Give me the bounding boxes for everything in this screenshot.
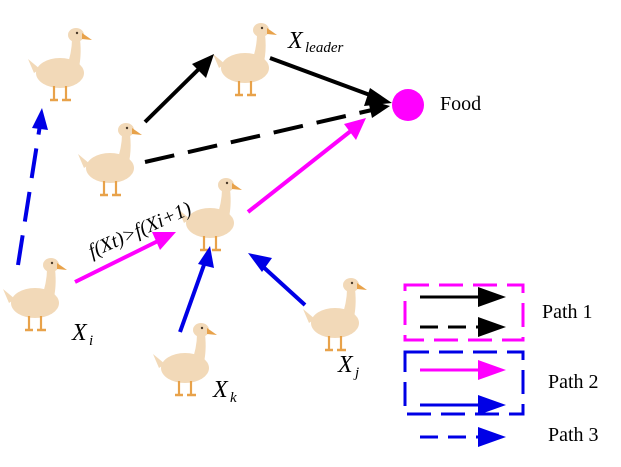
- arrow-icon: [248, 253, 272, 272]
- fitness-condition-label: f(Xt)>f(Xi+1): [85, 197, 195, 262]
- duck-icon-xj: [301, 276, 369, 352]
- arrow-icon: [192, 54, 214, 78]
- arrow-icon: [478, 317, 506, 337]
- arrow-mid-to-leader: [143, 58, 210, 124]
- x-j-subscript: j: [353, 365, 359, 381]
- arrow-icon: [478, 427, 506, 447]
- x-i-subscript: i: [89, 333, 93, 349]
- duck-icon-xi: [1, 256, 69, 332]
- legend-box-path2: [403, 350, 525, 416]
- arrow-icon: [152, 232, 176, 250]
- arrow-icon: [478, 287, 506, 307]
- x-k-label: X: [212, 377, 229, 403]
- legend-path3-label: Path 3: [548, 424, 599, 446]
- duck-icon-middle-left: [76, 121, 144, 197]
- arrow-xi-to-center: [74, 238, 161, 284]
- food-dot-icon: [392, 89, 424, 121]
- food-label: Food: [440, 93, 481, 115]
- legend-box-path1: [403, 283, 525, 342]
- arrow-leader-to-food: [269, 56, 379, 100]
- x-i-label: X: [71, 320, 88, 346]
- arrow-icon: [478, 395, 506, 415]
- arrow-xj-to-center: [258, 262, 307, 307]
- duck-icon-leader: [211, 21, 279, 97]
- arrow-icon: [32, 108, 48, 130]
- arrow-mid-to-food-dashed: [144, 108, 373, 164]
- arrow-icon: [368, 100, 390, 118]
- arrow-center-to-food: [246, 128, 354, 214]
- x-j-label: X: [337, 352, 354, 378]
- x-leader-label: X: [287, 28, 304, 54]
- duck-icon-xk: [151, 321, 219, 397]
- legend-path2-label: Path 2: [548, 371, 599, 393]
- x-k-subscript: k: [230, 390, 237, 406]
- x-leader-subscript: leader: [305, 40, 343, 56]
- duck-icon-top-left: [26, 26, 94, 102]
- arrow-icon: [478, 360, 506, 380]
- arrow-xk-to-center: [178, 261, 207, 333]
- legend-path1-label: Path 1: [542, 301, 593, 323]
- arrow-xi-to-topleft-dashed: [16, 124, 42, 266]
- legend: Path 1 Path 2 Path 3: [403, 283, 599, 447]
- arrow-icon: [198, 246, 214, 268]
- arrow-icon: [344, 118, 366, 140]
